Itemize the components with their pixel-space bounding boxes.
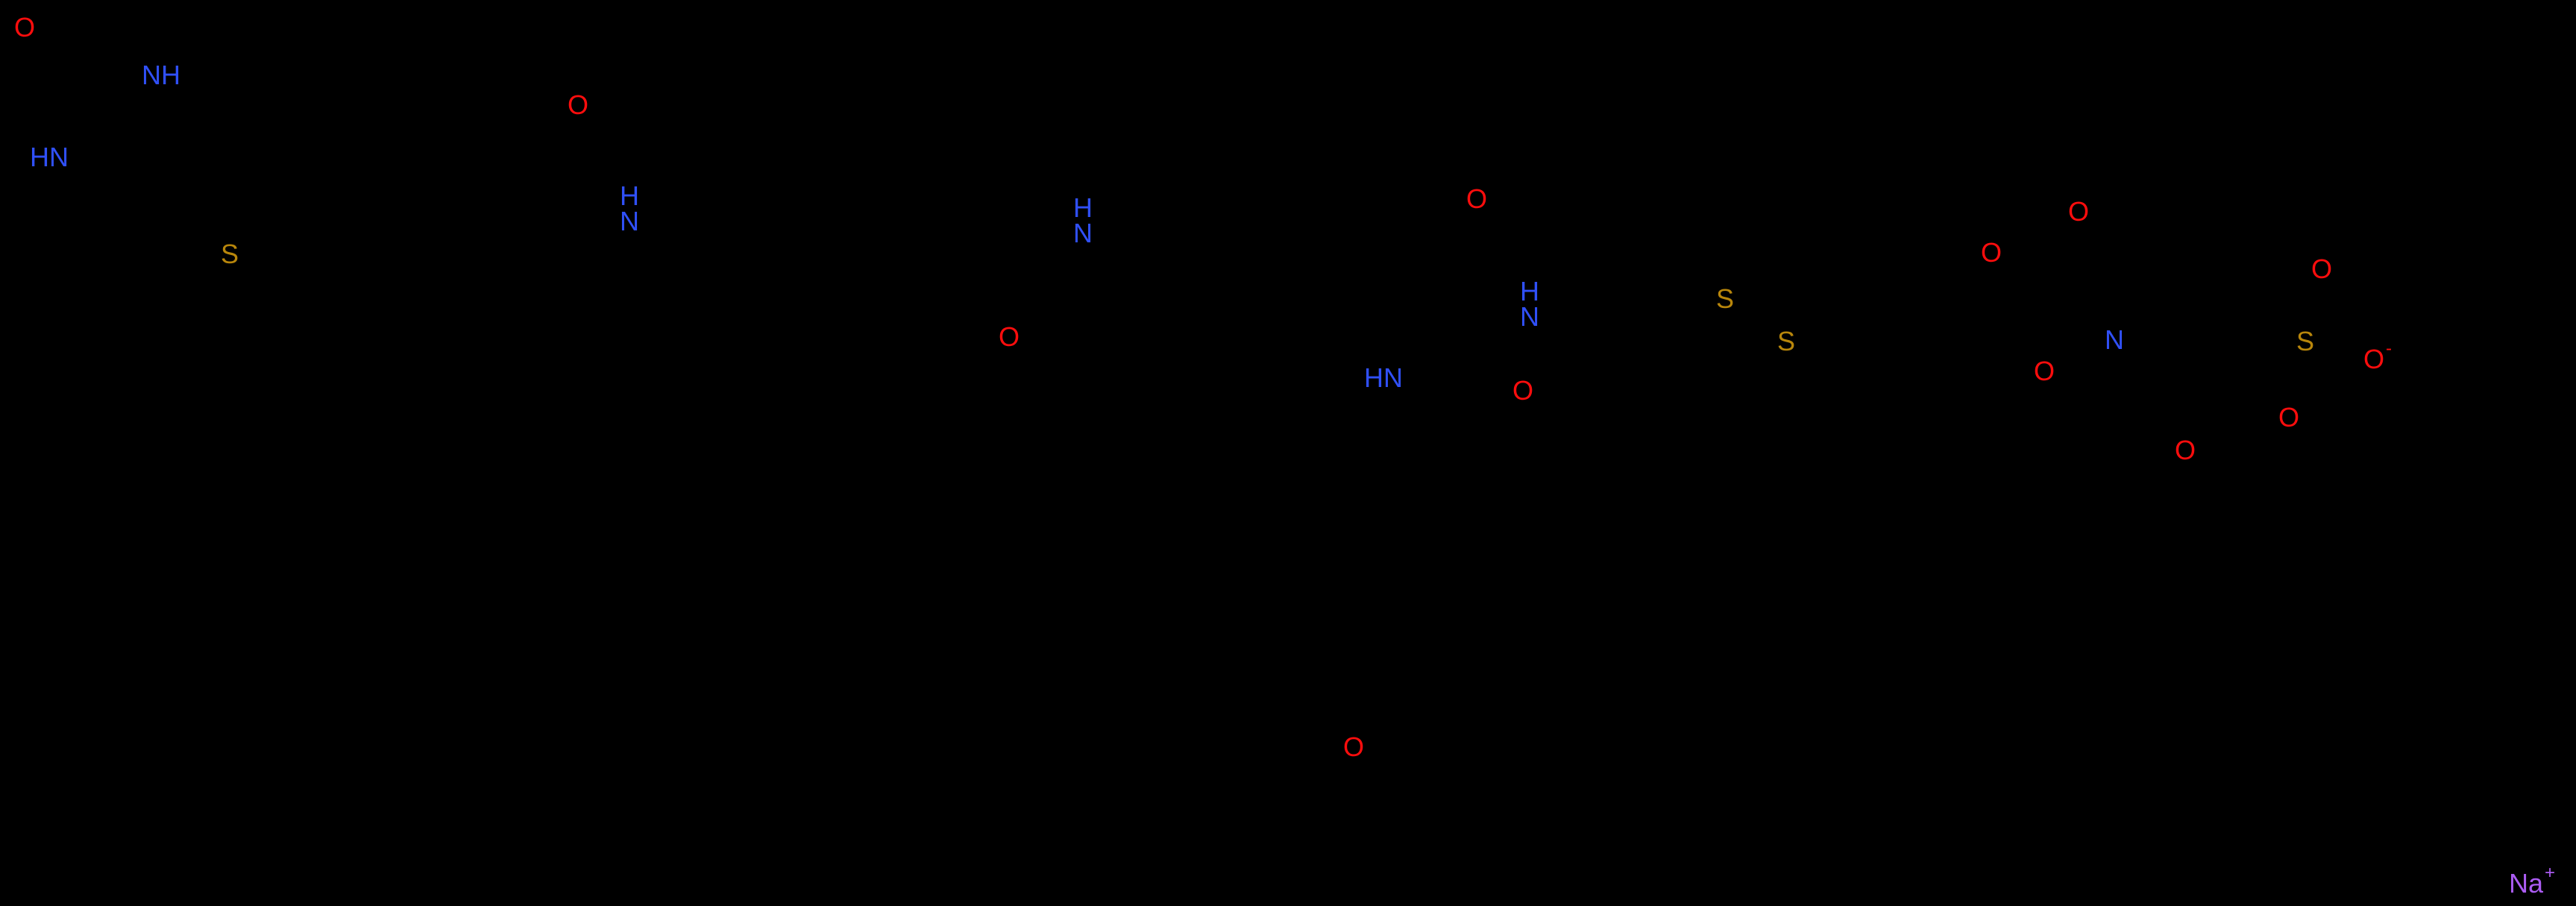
atom-label: O [567, 89, 589, 120]
atom-sulfur-sulfonate: S [2296, 328, 2314, 355]
atom-label: N [2105, 324, 2124, 355]
atom-oxygen-amide-4: O [1512, 377, 1533, 404]
atom-nitrogen-hn: HN [30, 144, 69, 171]
atom-oxygen-sulfonate-2: O [2278, 404, 2299, 431]
atom-nitrogen-succinimide: N [2105, 327, 2124, 353]
atom-label: O [998, 321, 1020, 352]
atom-label: O [2067, 196, 2090, 227]
atom-label: O [13, 12, 36, 43]
atom-label: O [1980, 237, 2002, 268]
atom-label: O [2033, 356, 2055, 386]
atom-oxygen-amide-1: O [568, 92, 588, 119]
atom-label: S [1777, 326, 1796, 356]
atom-label: O [2174, 435, 2196, 465]
atom-label: O [2310, 254, 2333, 284]
atom-h-label: H [1520, 276, 1539, 306]
atom-oxygen-sulfonate-anion: O- [2363, 339, 2393, 374]
atom-oxygen-ester-link: O [2034, 358, 2055, 385]
atom-oxygen-urea: O [14, 14, 35, 41]
atom-oxygen-imide-1: O [2068, 198, 2089, 225]
atom-oxygen-methoxy: O [1343, 734, 1364, 761]
atom-label: Na [2508, 868, 2544, 899]
charge-label: + [2545, 863, 2556, 883]
atom-oxygen-ester-carbonyl: O [1981, 239, 2002, 266]
atom-label: N [1073, 218, 1093, 248]
atom-sulfur-disulfide-1: S [1716, 286, 1734, 312]
atom-nitrogen-nh: NH [142, 62, 180, 89]
atom-label: HN [30, 142, 69, 172]
atom-oxygen-amide-2: O [999, 324, 1020, 350]
atom-nitrogen-amide-4: HN [1364, 365, 1403, 391]
atom-label: N [620, 206, 639, 236]
atom-label: S [1715, 283, 1735, 314]
atom-oxygen-sulfonate-1: O [2311, 256, 2332, 283]
atom-h-label: H [1073, 192, 1093, 223]
atom-label: O [1342, 732, 1365, 762]
atom-label: S [2296, 326, 2315, 356]
atom-oxygen-imide-2: O [2175, 437, 2196, 464]
atom-label: HN [1364, 362, 1403, 393]
atom-label: N [1520, 301, 1539, 332]
atom-label: O [2363, 344, 2385, 374]
atom-label: NH [142, 60, 180, 90]
atom-label: O [2278, 402, 2300, 432]
atom-oxygen-amide-3: O [1466, 186, 1487, 213]
atom-sulfur-disulfide-2: S [1777, 328, 1795, 355]
charge-label: - [2386, 339, 2393, 359]
atom-sodium-cation: Na+ [2508, 863, 2556, 899]
atom-label: S [220, 239, 239, 269]
atom-sulfur-thiophane: S [221, 241, 239, 268]
atom-label: O [1466, 183, 1488, 214]
atom-label: O [1512, 375, 1534, 406]
atom-h-label: H [620, 180, 639, 211]
